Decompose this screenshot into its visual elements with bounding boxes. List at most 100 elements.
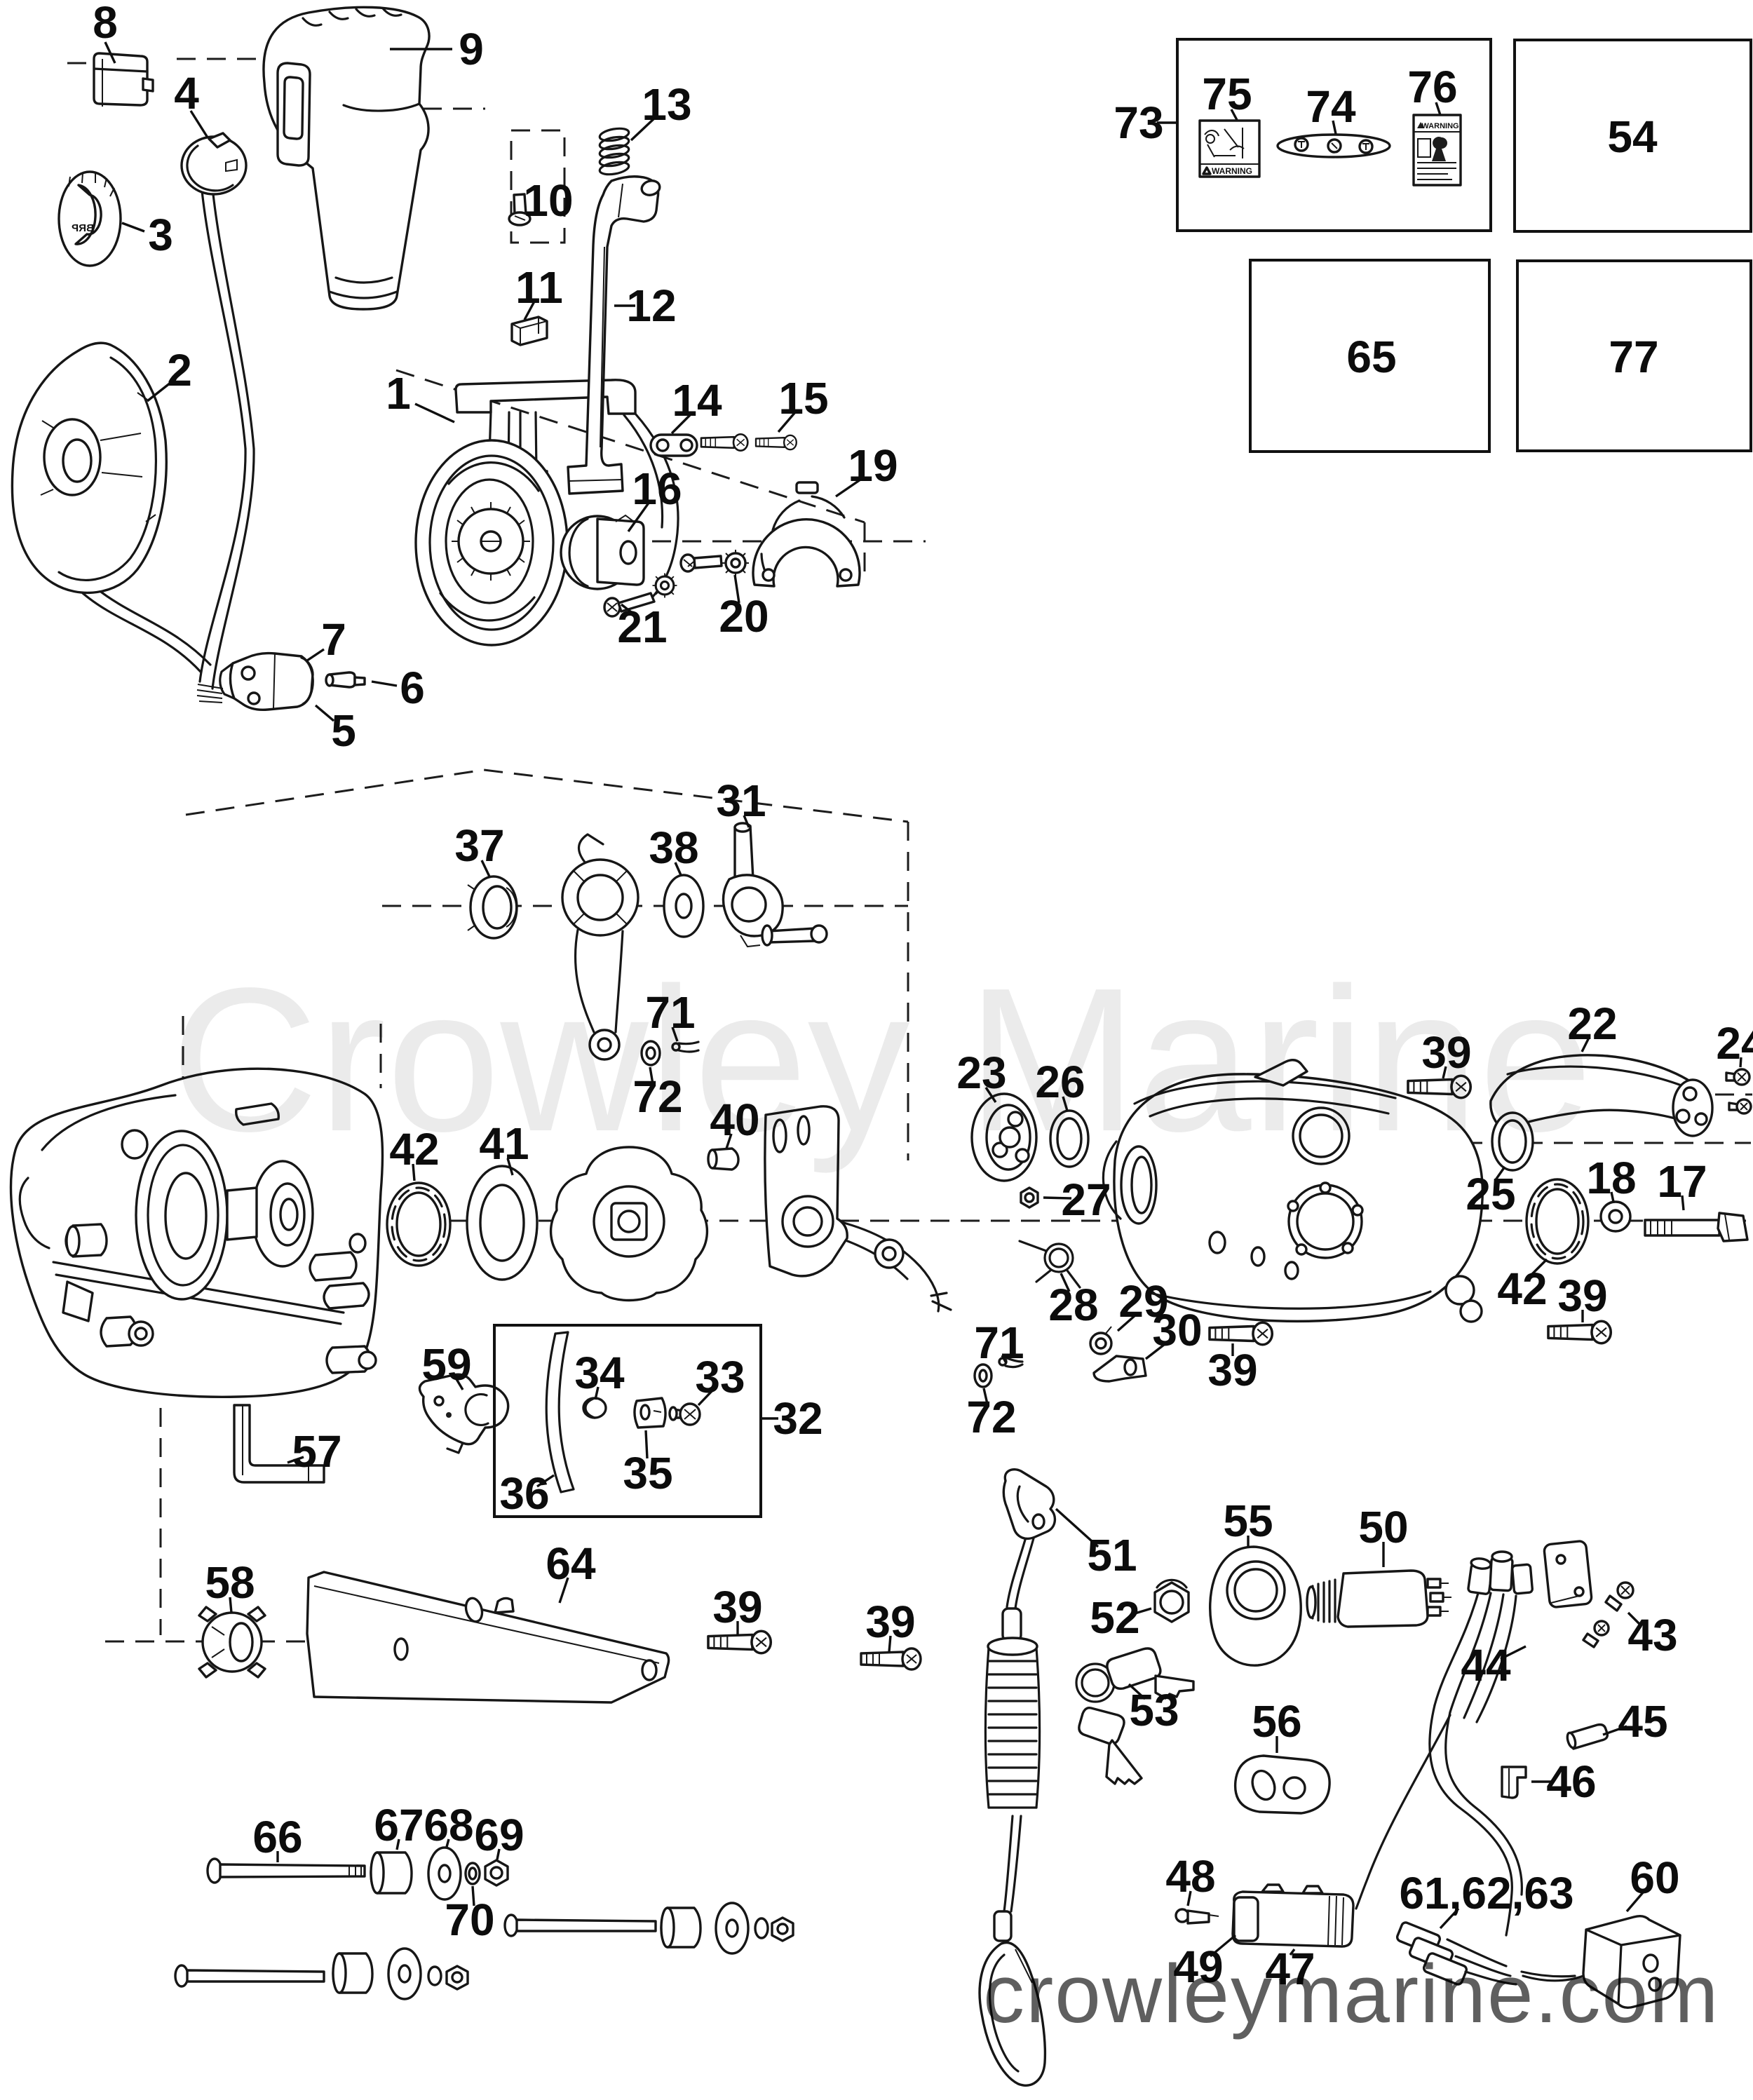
part-12-shift-lever <box>567 175 661 495</box>
watermark-overlay: Crowley Marine <box>170 945 1592 1175</box>
part-59-latch-lever <box>418 1373 510 1454</box>
part-label-40-31: 40 <box>710 1095 759 1145</box>
part-53-keys <box>1075 1647 1195 1785</box>
part-44-microswitch <box>1543 1540 1593 1608</box>
part-label-19-13: 19 <box>848 440 898 491</box>
part-label-39-44: 39 <box>1557 1271 1607 1321</box>
leader-line-72 <box>649 1066 654 1085</box>
part-16-cam <box>560 514 645 590</box>
dashed-detail-box-10 <box>510 129 566 244</box>
part-label-30-47: 30 <box>1152 1305 1202 1355</box>
part-49-connector-end <box>1233 1896 1259 1942</box>
part-label-7-16: 7 <box>321 614 346 665</box>
part-label-33-54: 33 <box>695 1352 745 1402</box>
leader-line-11 <box>523 301 536 320</box>
leader-line-5 <box>314 704 335 722</box>
part-label-12-9: 12 <box>626 280 676 331</box>
part-label-3-3: 3 <box>148 210 173 260</box>
part-throttle-arm <box>561 833 639 1061</box>
part-36-wear-strip <box>545 1331 575 1493</box>
part-bolt-row3 <box>174 1947 469 2000</box>
part-label-24-39: 24 <box>1716 1018 1753 1069</box>
leader-line-75 <box>1230 109 1238 121</box>
part-label-5-18: 5 <box>331 705 356 756</box>
part-28-torsion-spring <box>1018 1240 1081 1289</box>
leader-line-47 <box>1289 1948 1296 1956</box>
part-shift-bracket <box>764 1105 952 1313</box>
part-label-58-58: 58 <box>205 1557 255 1608</box>
leader-line-1 <box>414 402 455 424</box>
part-56-pad <box>1233 1754 1331 1815</box>
part-label-75-20: 75 <box>1202 69 1252 119</box>
part-8-cap <box>93 52 154 107</box>
inset-box-77 <box>1516 259 1752 452</box>
part-label-52-69: 52 <box>1090 1592 1139 1643</box>
part-label-42-32: 42 <box>389 1124 439 1174</box>
part-label-68-64: 68 <box>424 1800 473 1850</box>
part-label-11-8: 11 <box>515 262 563 313</box>
part-42-lock-ring-right <box>1525 1178 1590 1265</box>
leader-line-40 <box>725 1133 733 1149</box>
leader-line-52 <box>1130 1607 1152 1616</box>
part-label-66-62: 66 <box>252 1812 302 1862</box>
leader-line-13 <box>630 116 656 142</box>
part-37-retainer-ring <box>467 875 518 940</box>
leader-line-20 <box>733 574 740 604</box>
part-14-link-plate <box>649 433 698 457</box>
leader-line-14 <box>670 414 691 435</box>
leader-line-17 <box>1681 1195 1685 1211</box>
part-21-screw-washer <box>603 571 679 618</box>
leader-line-67 <box>395 1838 400 1850</box>
leader-line-8 <box>104 41 116 64</box>
leader-line-23 <box>984 1087 997 1103</box>
part-bolt-row2 <box>503 1902 794 1955</box>
part-label-16-12: 16 <box>632 463 682 514</box>
part-15-screws <box>700 433 797 452</box>
leader-line-34 <box>594 1386 600 1400</box>
part-label-72-50: 72 <box>966 1392 1016 1442</box>
watermarks: Crowley Marine crowleymarine.com <box>170 945 1718 2040</box>
part-label-59-51: 59 <box>421 1339 471 1390</box>
part-friction-knob <box>549 1146 709 1302</box>
part-label-17-42: 17 <box>1657 1156 1707 1207</box>
part-label-37-26: 37 <box>454 820 504 871</box>
leader-line-51 <box>1055 1508 1099 1548</box>
leader-line-70 <box>471 1885 475 1906</box>
part-11-clip <box>510 316 548 346</box>
part-30-clamp <box>1092 1355 1147 1383</box>
leader-line-41 <box>506 1158 514 1176</box>
part-label-26-35: 26 <box>1035 1057 1085 1107</box>
leader-line-64 <box>558 1577 569 1604</box>
part-label-23-34: 23 <box>956 1048 1006 1098</box>
warning-76-text: WARNING <box>1421 122 1458 130</box>
part-label-20-15: 20 <box>719 591 769 642</box>
part-label-4-2: 4 <box>174 68 199 118</box>
leader-line-4 <box>189 110 209 138</box>
leader-line-61,62,63 <box>1439 1907 1460 1930</box>
part-label-38-27: 38 <box>649 822 698 873</box>
leader-line-57 <box>287 1456 304 1464</box>
part-60-plug <box>1522 1914 1681 2010</box>
part-label-57-57: 57 <box>292 1426 341 1477</box>
leader-line-28 <box>1060 1273 1071 1292</box>
leader-line-29 <box>1116 1313 1137 1332</box>
leader-line-33 <box>697 1388 715 1407</box>
leader-line-15 <box>777 411 797 433</box>
leader-line-45 <box>1602 1725 1627 1736</box>
leader-line-36 <box>536 1474 555 1488</box>
leader-line-35 <box>644 1430 649 1459</box>
leader-line-68 <box>445 1838 450 1848</box>
leader-line-39 <box>888 1635 892 1653</box>
part-label-13-6: 13 <box>642 79 691 130</box>
part-label-54-23: 54 <box>1607 111 1658 162</box>
part-label-31-28: 31 <box>716 775 766 826</box>
inset-box-54 <box>1513 39 1752 233</box>
part-10-screw <box>508 193 532 226</box>
inset-box-65 <box>1249 259 1491 453</box>
part-label-49-78: 49 <box>1173 1942 1223 1992</box>
part-41-friction-washer <box>466 1165 539 1281</box>
part-label-76-22: 76 <box>1407 62 1457 112</box>
part-label-70-66: 70 <box>445 1895 494 1945</box>
part-label-55-68: 55 <box>1223 1496 1273 1546</box>
